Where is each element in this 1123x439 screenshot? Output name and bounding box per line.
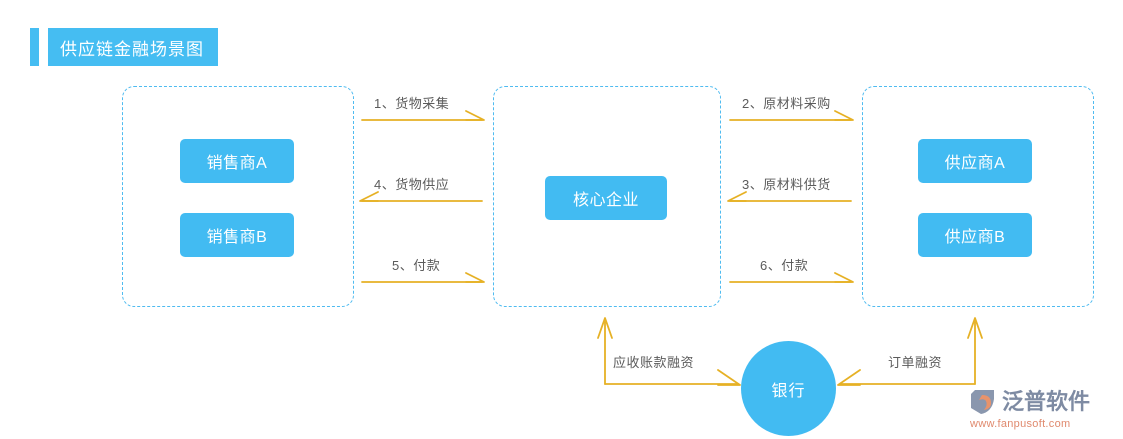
fanpu-logo-icon (971, 390, 994, 414)
entity-bank[interactable]: 银行 (741, 341, 836, 436)
arrow-flow-3 (727, 191, 852, 202)
arrow-flow-6 (729, 272, 854, 283)
arrow-flow-2 (729, 110, 854, 121)
entity-core-enterprise[interactable]: 核心企业 (545, 176, 667, 220)
sellers-group-panel (122, 86, 354, 307)
title-accent-bar (30, 28, 39, 66)
page-title-banner: 供应链金融场景图 (30, 28, 218, 66)
arrow-flow-4 (359, 191, 483, 202)
label-flow-4: 4、货物供应 (374, 177, 450, 192)
arrow-flow-1 (361, 110, 485, 121)
brand-logo: 泛普软件 www.fanpusoft.com (968, 388, 1090, 430)
entity-seller-a[interactable]: 销售商A (180, 139, 294, 183)
logo-name: 泛普软件 (1002, 389, 1091, 414)
label-flow-6: 6、付款 (760, 258, 809, 273)
label-accounts-receivable-financing: 应收账款融资 (613, 355, 695, 370)
logo-url: www.fanpusoft.com (970, 418, 1071, 430)
title-box: 供应链金融场景图 (48, 28, 218, 66)
suppliers-group-panel (862, 86, 1094, 307)
label-flow-2: 2、原材料采购 (742, 96, 831, 111)
entity-supplier-a[interactable]: 供应商A (918, 139, 1032, 183)
entity-supplier-b[interactable]: 供应商B (918, 213, 1032, 257)
logo-row: 泛普软件 (968, 388, 1090, 416)
entity-seller-b[interactable]: 销售商B (180, 213, 294, 257)
arrow-flow-5 (361, 272, 485, 283)
page-title: 供应链金融场景图 (60, 39, 204, 59)
label-order-financing: 订单融资 (888, 355, 943, 370)
core-enterprise-group-panel (493, 86, 721, 307)
label-flow-1: 1、货物采集 (374, 96, 450, 111)
label-flow-3: 3、原材料供货 (742, 177, 831, 192)
title-gap (39, 28, 48, 66)
label-flow-5: 5、付款 (392, 258, 441, 273)
